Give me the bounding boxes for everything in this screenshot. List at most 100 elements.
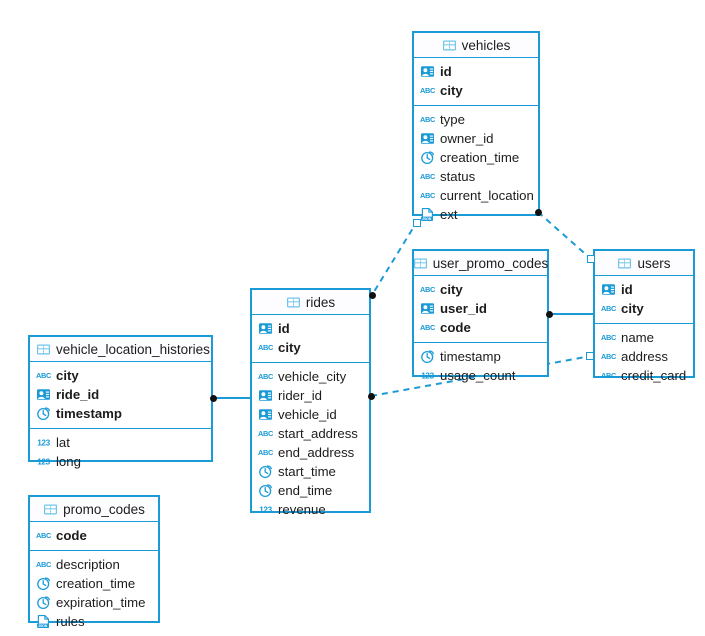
table-name: vehicle_location_histories	[56, 341, 210, 357]
table-icon	[36, 342, 51, 357]
column-row[interactable]: expiration_time	[30, 593, 158, 612]
table-icon	[413, 256, 428, 271]
table-name: users	[637, 255, 671, 271]
string-icon: ABC	[258, 340, 273, 355]
primary-key-column-row[interactable]: id	[595, 280, 693, 299]
column-row[interactable]: ABC description	[30, 555, 158, 574]
column-row[interactable]: creation_time	[414, 148, 538, 167]
column-name: timestamp	[56, 406, 122, 421]
table-title-bar[interactable]: promo_codes	[30, 497, 158, 522]
table-title-bar[interactable]: rides	[252, 290, 369, 315]
column-row[interactable]: owner_id	[414, 129, 538, 148]
svg-text:ABC: ABC	[601, 304, 616, 313]
column-name: vehicle_city	[278, 369, 347, 384]
relationship-endpoint-dot[interactable]	[368, 291, 376, 299]
primary-key-column-row[interactable]: ABC city	[595, 299, 693, 318]
column-row[interactable]: timestamp	[414, 347, 547, 366]
column-row[interactable]: end_time	[252, 481, 369, 500]
column-row[interactable]: ABC address	[595, 347, 693, 366]
svg-text:ABC: ABC	[258, 343, 273, 352]
column-row[interactable]: JSON rules	[30, 612, 158, 631]
column-name: code	[56, 528, 87, 543]
string-icon: ABC	[420, 83, 435, 98]
column-name: user_id	[440, 301, 487, 316]
primary-key-column-row[interactable]: user_id	[414, 299, 547, 318]
column-section: 123 lat 123 long	[30, 429, 211, 476]
table-title-bar[interactable]: vehicle_location_histories	[30, 337, 211, 362]
column-row[interactable]: 123 long	[30, 452, 211, 471]
uuid-icon	[258, 321, 273, 336]
table-name: promo_codes	[63, 501, 145, 517]
column-name: usage_count	[440, 368, 516, 383]
primary-key-column-row[interactable]: id	[414, 62, 538, 81]
string-icon: ABC	[601, 349, 616, 364]
svg-text:ABC: ABC	[36, 560, 51, 569]
timestamp-icon	[420, 150, 435, 165]
relationship-endpoint-dot[interactable]	[534, 208, 542, 216]
number-icon: 123	[36, 435, 51, 450]
column-row[interactable]: 123 lat	[30, 433, 211, 452]
primary-key-column-row[interactable]: id	[252, 319, 369, 338]
relationship-endpoint-dot[interactable]	[545, 310, 553, 318]
column-row[interactable]: rider_id	[252, 386, 369, 405]
column-name: rules	[56, 614, 85, 629]
svg-text:ABC: ABC	[420, 285, 435, 294]
svg-text:123: 123	[37, 458, 50, 467]
svg-text:JSON: JSON	[38, 624, 48, 628]
column-name: city	[621, 301, 644, 316]
svg-text:ABC: ABC	[601, 371, 616, 380]
column-name: status	[440, 169, 476, 184]
column-row[interactable]: vehicle_id	[252, 405, 369, 424]
column-name: start_time	[278, 464, 336, 479]
primary-key-column-row[interactable]: timestamp	[30, 404, 211, 423]
relationship-endpoint-dot[interactable]	[367, 392, 375, 400]
table-icon	[442, 38, 457, 53]
column-name: ext	[440, 207, 458, 222]
column-row[interactable]: creation_time	[30, 574, 158, 593]
column-row[interactable]: start_time	[252, 462, 369, 481]
column-name: long	[56, 454, 81, 469]
svg-text:123: 123	[259, 506, 272, 515]
column-name: lat	[56, 435, 70, 450]
string-icon: ABC	[420, 112, 435, 127]
table-title-bar[interactable]: users	[595, 251, 693, 276]
table-title-bar[interactable]: user_promo_codes	[413, 251, 548, 276]
column-name: address	[621, 349, 668, 364]
table-title-bar[interactable]: vehicles	[414, 33, 538, 58]
relationship-cardinality-marker	[586, 352, 594, 360]
primary-key-column-row[interactable]: ride_id	[30, 385, 211, 404]
string-icon: ABC	[601, 368, 616, 383]
column-name: timestamp	[440, 349, 501, 364]
column-name: description	[56, 557, 120, 572]
relationship-cardinality-marker	[413, 219, 421, 227]
relationship-endpoint-dot[interactable]	[209, 394, 217, 402]
